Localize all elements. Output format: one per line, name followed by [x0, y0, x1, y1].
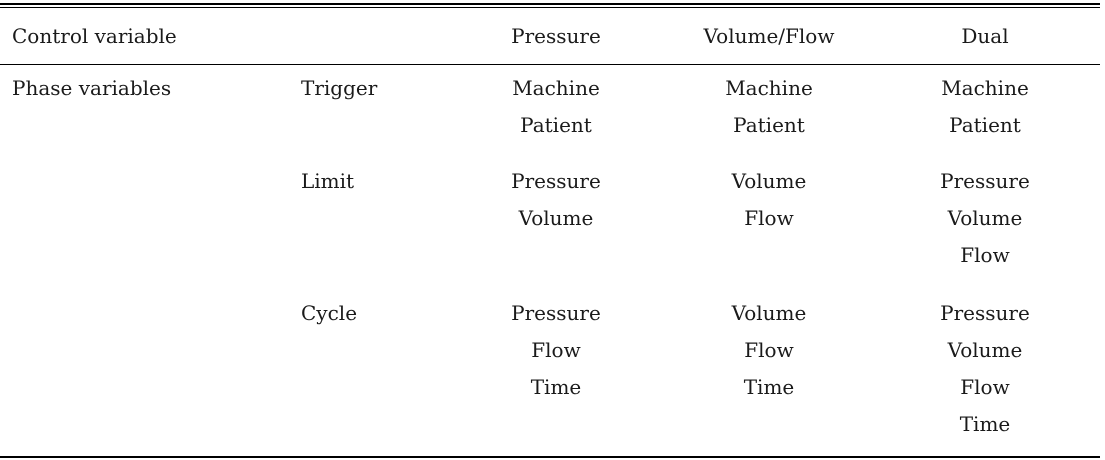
cycle-volume-flow-cell: Volume Flow Time — [689, 295, 849, 406]
cell-value: Flow — [960, 243, 1010, 267]
row-label-phase-variables: Phase variables — [12, 76, 172, 100]
cell-value: Pressure — [940, 301, 1030, 325]
cell-value: Flow — [744, 338, 794, 362]
cell-value: Flow — [960, 375, 1010, 399]
cell-value: Pressure — [511, 169, 601, 193]
trigger-pressure-cell: Machine Patient — [476, 70, 636, 144]
bottom-rule — [0, 456, 1100, 458]
phase-cycle: Cycle — [301, 301, 358, 325]
cell-value: Pressure — [940, 169, 1030, 193]
trigger-volume-flow-cell: Machine Patient — [689, 70, 849, 144]
header-rule — [0, 64, 1100, 65]
cell-value: Time — [743, 375, 795, 399]
phase-trigger: Trigger — [301, 76, 378, 100]
cell-value: Volume — [731, 169, 807, 193]
cell-value: Patient — [733, 113, 805, 137]
header-dual: Dual — [961, 24, 1009, 48]
cell-value: Machine — [725, 76, 813, 100]
limit-pressure-cell: Pressure Volume — [476, 163, 636, 237]
header-volume-flow: Volume/Flow — [703, 24, 835, 48]
limit-volume-flow-cell: Volume Flow — [689, 163, 849, 237]
cell-value: Flow — [531, 338, 581, 362]
limit-dual-cell: Pressure Volume Flow — [905, 163, 1065, 274]
header-pressure: Pressure — [511, 24, 601, 48]
cell-value: Volume — [518, 206, 594, 230]
cell-value: Pressure — [511, 301, 601, 325]
cycle-dual-cell: Pressure Volume Flow Time — [905, 295, 1065, 443]
cell-value: Flow — [744, 206, 794, 230]
phase-limit: Limit — [301, 169, 355, 193]
trigger-dual-cell: Machine Patient — [905, 70, 1065, 144]
cell-value: Patient — [949, 113, 1021, 137]
cell-value: Volume — [947, 206, 1023, 230]
cell-value: Volume — [947, 338, 1023, 362]
cell-value: Time — [530, 375, 582, 399]
cell-value: Patient — [520, 113, 592, 137]
top-rule-secondary — [0, 7, 1100, 8]
header-control-variable: Control variable — [12, 24, 177, 48]
cell-value: Volume — [731, 301, 807, 325]
cell-value: Machine — [512, 76, 600, 100]
top-rule — [0, 3, 1100, 5]
cell-value: Machine — [941, 76, 1029, 100]
cycle-pressure-cell: Pressure Flow Time — [476, 295, 636, 406]
cell-value: Time — [959, 412, 1011, 436]
